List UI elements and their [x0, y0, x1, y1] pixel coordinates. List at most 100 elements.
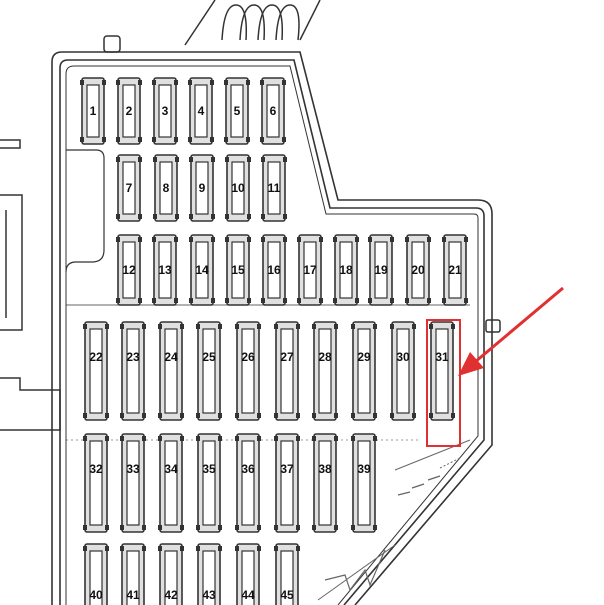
- fuse-31: 31: [429, 321, 455, 421]
- fuse-slot: [164, 550, 178, 605]
- fuse-label: 33: [126, 462, 140, 476]
- fuse-slot: [202, 328, 216, 414]
- fuse-41: 41: [120, 543, 146, 605]
- fuse-6: 6: [260, 77, 286, 145]
- fuse-label: 23: [126, 350, 140, 364]
- fuse-8: 8: [153, 154, 179, 222]
- fuse-label: 42: [164, 588, 178, 602]
- fuse-slot: [231, 161, 245, 215]
- fuse-slot: [396, 328, 410, 414]
- fuse-slot: [411, 241, 425, 299]
- fuse-slot: [164, 440, 178, 526]
- fuse-label: 22: [89, 350, 103, 364]
- fuse-label: 5: [234, 104, 241, 118]
- fuse-slot: [159, 161, 173, 215]
- fuse-label: 41: [126, 588, 140, 602]
- fuse-slot: [241, 328, 255, 414]
- fuse-slot: [89, 440, 103, 526]
- fuse-slot: [267, 241, 281, 299]
- fuse-26: 26: [235, 321, 261, 421]
- fuse-38: 38: [312, 433, 338, 533]
- fuse-slot: [435, 328, 449, 414]
- fuse-5: 5: [224, 77, 250, 145]
- fuse-2: 2: [116, 77, 142, 145]
- fuse-slot: [267, 161, 281, 215]
- fuse-label: 4: [198, 104, 205, 118]
- fuse-21: 21: [442, 234, 468, 306]
- fuse-slot: [318, 440, 332, 526]
- fuse-slot: [280, 440, 294, 526]
- fuse-label: 3: [162, 104, 169, 118]
- fuse-12: 12: [116, 234, 142, 306]
- fuse-label: 14: [195, 263, 209, 277]
- fuse-label: 28: [318, 350, 332, 364]
- fuse-slot: [280, 550, 294, 605]
- fuse-slot: [448, 241, 462, 299]
- fuse-slot: [195, 241, 209, 299]
- fuse-label: 8: [163, 181, 170, 195]
- fuse-slot: [122, 161, 136, 215]
- fuse-22: 22: [83, 321, 109, 421]
- fuse-11: 11: [261, 154, 287, 222]
- fuse-slot: [202, 440, 216, 526]
- fuse-slot: [280, 328, 294, 414]
- fuse-24: 24: [158, 321, 184, 421]
- fuse-42: 42: [158, 543, 184, 605]
- fuse-23: 23: [120, 321, 146, 421]
- fuse-label: 17: [303, 263, 317, 277]
- fuse-35: 35: [196, 433, 222, 533]
- fuse-label: 12: [122, 263, 136, 277]
- fuse-label: 7: [126, 181, 133, 195]
- fuse-label: 45: [280, 588, 294, 602]
- fuse-7: 7: [116, 154, 142, 222]
- fuse-slot: [231, 241, 245, 299]
- fuse-32: 32: [83, 433, 109, 533]
- fuse-slot: [241, 550, 255, 605]
- fuse-label: 35: [202, 462, 216, 476]
- fuse-14: 14: [189, 234, 215, 306]
- fuse-33: 33: [120, 433, 146, 533]
- fuse-slot: [241, 440, 255, 526]
- fuse-slot: [195, 161, 209, 215]
- fuse-label: 39: [357, 462, 371, 476]
- fuse-slot: [230, 84, 244, 138]
- fuse-28: 28: [312, 321, 338, 421]
- fuse-slot: [202, 550, 216, 605]
- fuse-9: 9: [189, 154, 215, 222]
- fuse-slot: [126, 328, 140, 414]
- fuse-4: 4: [188, 77, 214, 145]
- fuse-slot: [122, 241, 136, 299]
- fuse-15: 15: [225, 234, 251, 306]
- fuse-slot: [318, 328, 332, 414]
- fuse-label: 34: [164, 462, 178, 476]
- fuse-label: 43: [202, 588, 216, 602]
- fuse-40: 40: [83, 543, 109, 605]
- fuse-34: 34: [158, 433, 184, 533]
- wire-harness: [184, 0, 321, 46]
- fuse-slot: [266, 84, 280, 138]
- fuse-45: 45: [274, 543, 300, 605]
- fuse-label: 26: [241, 350, 255, 364]
- fuse-slot: [339, 241, 353, 299]
- highlight-box: [426, 319, 461, 447]
- fuse-label: 13: [158, 263, 172, 277]
- fuse-slot: [126, 550, 140, 605]
- fuse-label: 38: [318, 462, 332, 476]
- fuse-label: 18: [339, 263, 353, 277]
- fuse-30: 30: [390, 321, 416, 421]
- fuse-label: 15: [231, 263, 245, 277]
- fuse-slot: [164, 328, 178, 414]
- fuse-label: 32: [89, 462, 103, 476]
- mounting-stud: [103, 35, 121, 53]
- fuse-44: 44: [235, 543, 261, 605]
- fuse-slot: [89, 328, 103, 414]
- fuse-slot: [303, 241, 317, 299]
- fuse-slot: [357, 328, 371, 414]
- fuse-16: 16: [261, 234, 287, 306]
- fuse-label: 27: [280, 350, 294, 364]
- fuse-label: 21: [448, 263, 462, 277]
- fuse-slot: [158, 241, 172, 299]
- fuse-slot: [122, 84, 136, 138]
